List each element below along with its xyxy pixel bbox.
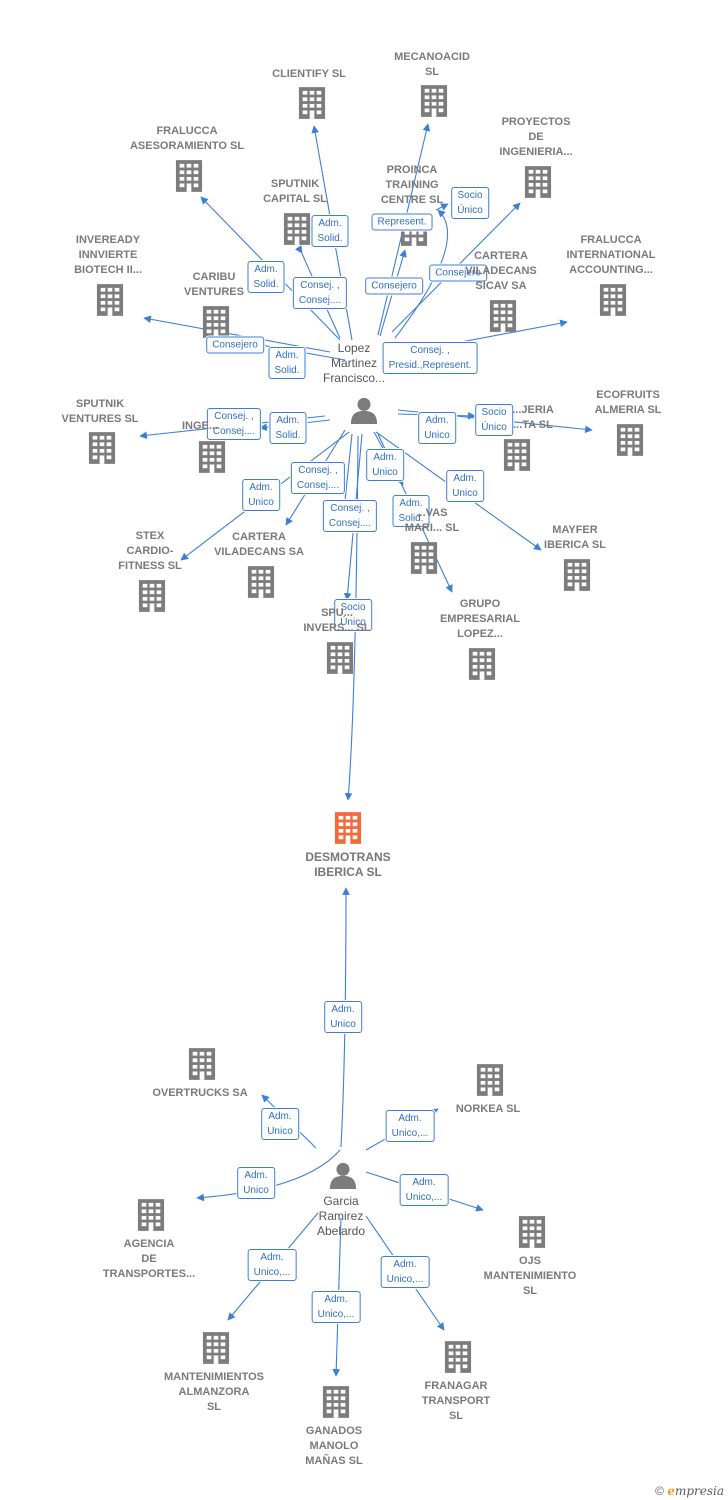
person-icon[interactable] <box>329 1162 357 1189</box>
relation-label[interactable]: Adm. Unico,... <box>380 1256 430 1288</box>
relation-label[interactable]: Adm. Unico,... <box>311 1291 361 1323</box>
company-label[interactable]: ECOFRUITS ALMERIA SL <box>594 389 662 416</box>
company-label[interactable]: ...JERIA ...TA SL <box>512 404 554 431</box>
building-icon[interactable] <box>96 284 124 316</box>
building-icon[interactable] <box>247 566 275 598</box>
company-label[interactable]: INVEREADY INNVIERTE BIOTECH II... <box>74 234 142 276</box>
relation-label[interactable]: Socio Único <box>451 187 489 219</box>
company-label[interactable]: OVERTRUCKS SA <box>152 1087 248 1099</box>
relation-label[interactable]: Consejero <box>365 277 423 295</box>
relation-label[interactable]: Adm. Unico <box>446 470 484 502</box>
relation-label[interactable]: Represent. <box>371 213 433 231</box>
footer-credit: © empresia <box>655 1484 724 1498</box>
relation-label[interactable]: Socio Único <box>334 599 372 631</box>
building-icon[interactable] <box>599 284 627 316</box>
company-label[interactable]: ...VAS MARI... SL <box>404 507 460 534</box>
company-label[interactable]: AGENCIA DE TRANSPORTES... <box>102 1238 196 1280</box>
building-icon[interactable] <box>468 648 496 680</box>
building-icon[interactable] <box>503 439 531 471</box>
building-icon[interactable] <box>420 85 448 117</box>
company-label[interactable]: CARIBU VENTURES <box>184 271 244 298</box>
company-label[interactable]: STEX CARDIO- FITNESS SL <box>118 530 182 572</box>
relation-label[interactable]: Consej. , Consej.... <box>290 462 346 494</box>
building-icon[interactable] <box>138 580 166 612</box>
building-icon[interactable] <box>298 87 326 119</box>
relation-label[interactable]: Adm. Unico,... <box>247 1249 297 1281</box>
person-icon[interactable] <box>350 397 378 424</box>
building-icon[interactable] <box>563 559 591 591</box>
relation-label[interactable]: Adm. Solid. <box>392 495 430 527</box>
company-label[interactable]: MECANOACID SL <box>394 51 470 78</box>
relation-label[interactable]: Adm. Unico,... <box>385 1110 435 1142</box>
company-label[interactable]: SPUTNIK CAPITAL SL <box>263 178 327 205</box>
relation-label[interactable]: Adm. Unico <box>261 1108 299 1140</box>
company-label[interactable]: MANTENIMIENTOS ALMANZORA SL <box>163 1371 265 1413</box>
relation-edge <box>196 1149 341 1202</box>
company-label[interactable]: CLIENTIFY SL <box>272 68 346 80</box>
company-label[interactable]: GRUPO EMPRESARIAL LOPEZ... <box>439 598 521 640</box>
company-label[interactable]: GANADOS MANOLO MAÑAS SL <box>305 1425 363 1467</box>
relation-label[interactable]: Adm. Unico <box>324 1001 362 1033</box>
relation-label[interactable]: Consejero <box>206 336 264 354</box>
company-label[interactable]: MAYFER IBERICA SL <box>544 524 606 551</box>
company-label[interactable]: PROYECTOS DE INGENIERIA... <box>499 116 573 158</box>
relation-label[interactable]: Consej. , Consej.... <box>292 277 348 309</box>
relation-edge <box>143 315 331 353</box>
relation-label[interactable]: Adm. Unico <box>366 449 404 481</box>
relation-edge <box>340 887 350 1148</box>
building-icon[interactable] <box>137 1199 165 1231</box>
building-icon[interactable] <box>322 1386 350 1418</box>
building-icon[interactable] <box>476 1064 504 1096</box>
building-icon[interactable] <box>518 1216 546 1248</box>
company-label[interactable]: NORKEA SL <box>455 1103 521 1115</box>
empresia-logo[interactable]: empresia <box>667 1484 724 1498</box>
company-label[interactable]: SPU... INVERS... SL <box>303 607 371 634</box>
relation-label[interactable]: Adm. Unico,... <box>399 1174 449 1206</box>
relation-label[interactable]: Adm. Unico <box>237 1167 275 1199</box>
building-icon[interactable] <box>188 1048 216 1080</box>
building-icon[interactable] <box>88 432 116 464</box>
relation-label[interactable]: Consej. , Consej.... <box>206 408 262 440</box>
company-label[interactable]: CARTERA VILADECANS SA <box>214 531 304 558</box>
company-label[interactable]: PROINCA TRAINING CENTRE SL <box>380 164 444 206</box>
person-label[interactable]: Garcia Ramirez Abelardo <box>316 1194 366 1238</box>
company-label[interactable]: CARTERA VILADECANS SICAV SA <box>465 250 537 292</box>
building-icon[interactable] <box>410 542 438 574</box>
company-label[interactable]: OJS MANTENIMIENTO SL <box>483 1255 577 1297</box>
relation-label[interactable]: Socio Único <box>475 404 513 436</box>
building-icon[interactable] <box>616 424 644 456</box>
company-label[interactable]: FRALUCCA INTERNATIONAL ACCOUNTING... <box>566 234 656 276</box>
building-icon[interactable] <box>326 642 354 674</box>
relation-edge <box>340 433 353 511</box>
copyright-symbol: © <box>655 1484 664 1498</box>
relation-label[interactable]: Adm. Solid. <box>268 347 306 379</box>
relation-label[interactable]: Adm. Unico <box>242 479 280 511</box>
relation-label[interactable]: Adm. Solid. <box>311 215 349 247</box>
building-icon[interactable] <box>198 441 226 473</box>
building-icon[interactable] <box>524 166 552 198</box>
building-icon[interactable] <box>202 306 230 338</box>
relation-label[interactable]: Consej. , Consej.... <box>322 500 378 532</box>
relation-label[interactable]: Consejero <box>429 264 487 282</box>
relation-label[interactable]: Adm. Solid. <box>247 261 285 293</box>
building-icon[interactable] <box>202 1332 230 1364</box>
company-label[interactable]: SPUTNIK VENTURES SL <box>61 398 139 425</box>
person-label[interactable]: Lopez Martinez Francisco... <box>322 341 385 385</box>
focus-building-icon[interactable] <box>334 812 362 844</box>
relation-label[interactable]: Adm. Solid. <box>269 412 307 444</box>
focus-company-label[interactable]: DESMOTRANS IBERICA SL <box>305 850 391 879</box>
company-label[interactable]: FRALUCCA ASESORAMIENTO SL <box>129 125 245 152</box>
building-icon[interactable] <box>489 300 517 332</box>
building-icon[interactable] <box>175 160 203 192</box>
building-icon[interactable] <box>444 1341 472 1373</box>
company-label[interactable]: FRANAGAR TRANSPORT SL <box>421 1380 491 1422</box>
relation-label[interactable]: Adm. Unico <box>418 412 456 444</box>
relation-edge <box>435 203 449 211</box>
building-icon[interactable] <box>283 213 311 245</box>
company-label[interactable]: INGE... <box>181 420 219 432</box>
relation-label[interactable]: Consej. , Presid.,Represent. <box>382 342 478 374</box>
relation-edge <box>394 209 449 339</box>
